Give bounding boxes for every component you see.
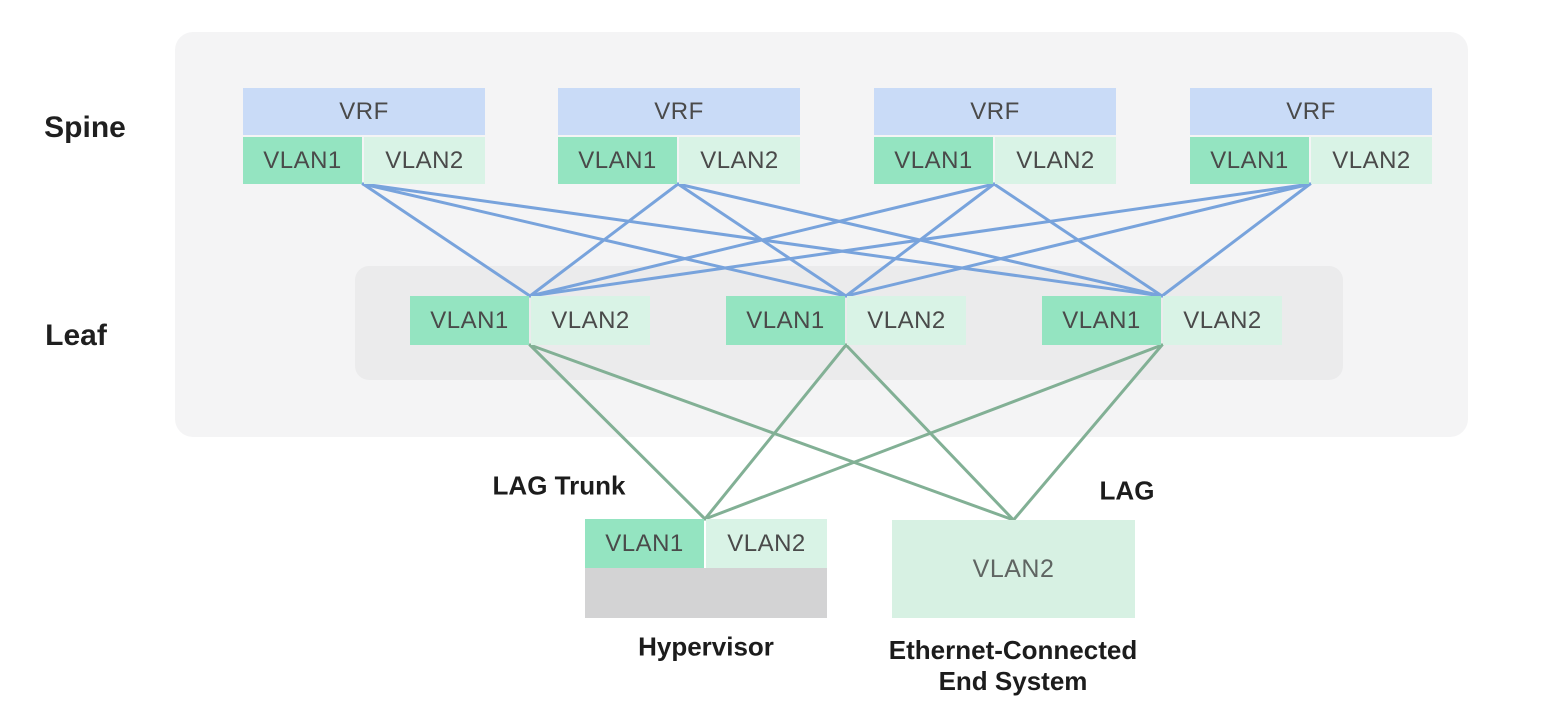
- lag-label: LAG: [1099, 475, 1155, 506]
- leaf-row-label: Leaf: [45, 319, 107, 352]
- leaf-node-1: VLAN1 VLAN2: [410, 296, 650, 345]
- leaf-host-link: [703, 343, 1164, 521]
- vlan1-box: VLAN1: [243, 137, 362, 184]
- lag-trunk-label: LAG Trunk: [492, 470, 626, 501]
- leaf-host-link: [703, 343, 848, 521]
- leaf-host-link: [1012, 343, 1164, 522]
- vlan2-box: VLAN2: [531, 296, 650, 345]
- spine-leaf-link: [528, 182, 1312, 298]
- vlan1-box: VLAN1: [558, 137, 677, 184]
- spine-node-3: VRF VLAN1 VLAN2: [874, 88, 1116, 184]
- vlan2-box: VLAN2: [1311, 137, 1432, 184]
- vlan2-box: VLAN2: [679, 137, 800, 184]
- spine-leaf-link: [361, 182, 532, 298]
- vrf-box: VRF: [558, 88, 800, 135]
- vlan1-box: VLAN1: [874, 137, 993, 184]
- vlan1-box: VLAN1: [410, 296, 529, 345]
- vrf-box: VRF: [243, 88, 485, 135]
- spine-row-label: Spine: [44, 111, 126, 144]
- vlan2-box: VLAN2: [364, 137, 485, 184]
- spine-leaf-link: [528, 182, 680, 298]
- vlan2-box: VLAN2: [847, 296, 966, 345]
- vlan2-box: VLAN2: [706, 519, 827, 568]
- end-system-node: VLAN2: [892, 520, 1135, 618]
- spine-leaf-link: [1160, 182, 1312, 298]
- hypervisor-body: [585, 568, 827, 618]
- vlan1-box: VLAN1: [1042, 296, 1161, 345]
- leaf-node-2: VLAN1 VLAN2: [726, 296, 966, 345]
- spine-node-2: VRF VLAN1 VLAN2: [558, 88, 800, 184]
- end-system-label-line2: End System: [938, 666, 1088, 696]
- hypervisor-node: VLAN1 VLAN2: [585, 519, 827, 618]
- vlan2-box: VLAN2: [995, 137, 1116, 184]
- spine-node-1: VRF VLAN1 VLAN2: [243, 88, 485, 184]
- vlan1-box: VLAN1: [585, 519, 704, 568]
- vlan1-box: VLAN1: [726, 296, 845, 345]
- end-system-label-line1: Ethernet-Connected: [888, 635, 1138, 665]
- vlan1-box: VLAN1: [1190, 137, 1309, 184]
- end-system-label: Ethernet-Connected End System: [889, 635, 1137, 697]
- leaf-node-3: VLAN1 VLAN2: [1042, 296, 1282, 345]
- leaf-host-link: [528, 343, 707, 521]
- spine-leaf-link: [844, 182, 1312, 298]
- hypervisor-label: Hypervisor: [638, 631, 774, 662]
- vrf-box: VRF: [1190, 88, 1432, 135]
- leaf-host-link: [528, 343, 1015, 522]
- vlan2-box: VLAN2: [1163, 296, 1282, 345]
- spine-leaf-link: [528, 182, 996, 298]
- spine-node-4: VRF VLAN1 VLAN2: [1190, 88, 1432, 184]
- vrf-box: VRF: [874, 88, 1116, 135]
